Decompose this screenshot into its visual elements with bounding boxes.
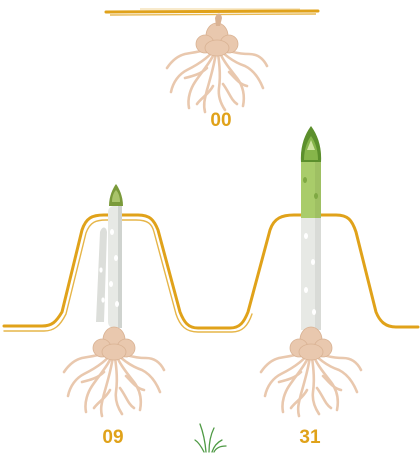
white-asparagus-spear-icon [96, 184, 123, 328]
soil-surface-line-00 [106, 9, 318, 15]
green-asparagus-spear-icon [301, 126, 321, 330]
asparagus-crown-icon [167, 14, 267, 113]
grass-sprout-icon [195, 424, 226, 452]
soil-ridge-profile [4, 215, 418, 332]
stage-label-00: 00 [191, 110, 251, 132]
asparagus-crown-icon [261, 327, 361, 416]
asparagus-crown-icon [64, 327, 164, 416]
stage-label-31: 31 [280, 427, 340, 449]
stage-label-09: 09 [83, 427, 143, 449]
